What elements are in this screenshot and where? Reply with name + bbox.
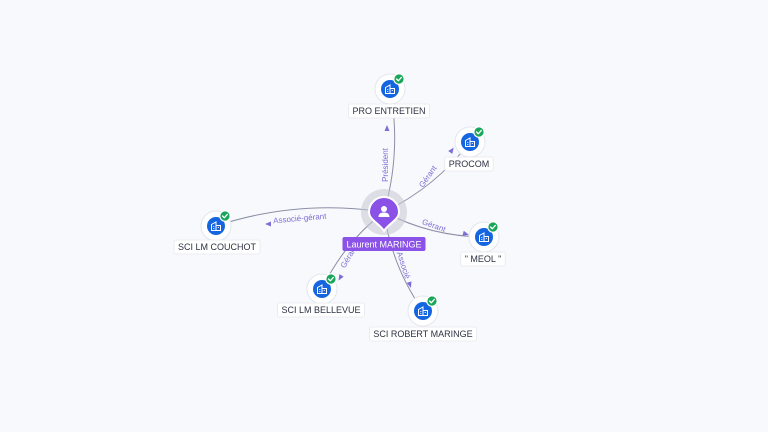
edge-arrow-icon [384, 125, 390, 131]
verified-check-icon [426, 295, 438, 307]
company-label-sci-lm-couchot[interactable]: SCI LM COUCHOT [173, 239, 261, 255]
building-icon [479, 232, 489, 242]
company-label-pro-entretien[interactable]: PRO ENTRETIEN [348, 103, 430, 119]
edge-label-sci-robert-maringe: Associé [395, 251, 412, 281]
edge-arrow-icon [448, 147, 454, 154]
company-label-text: PROCOM [449, 159, 490, 169]
verified-check-icon [219, 210, 231, 222]
company-node-pro-entretien[interactable]: PRO ENTRETIEN [348, 73, 430, 119]
building-icon [418, 306, 428, 316]
edge-arrow-icon [338, 274, 344, 281]
company-label-text: SCI LM COUCHOT [178, 242, 257, 252]
company-node-sci-lm-couchot[interactable]: SCI LM COUCHOT [173, 210, 261, 255]
building-icon [465, 137, 475, 147]
company-node-sci-robert-maringe[interactable]: SCI ROBERT MARINGE [369, 295, 477, 342]
edge-arrow-icon [406, 281, 412, 288]
verified-check-icon [473, 126, 485, 138]
verified-check-icon [393, 73, 405, 85]
company-label-text: " MEOL " [465, 254, 502, 264]
edge-label-meol: Gérant [421, 217, 448, 234]
company-label-text: SCI ROBERT MARINGE [373, 329, 472, 339]
company-label-sci-robert-maringe[interactable]: SCI ROBERT MARINGE [369, 326, 477, 342]
edge-label-sci-lm-couchot: Associé-gérant [273, 212, 328, 226]
person-label[interactable]: Laurent MARINGE [342, 237, 426, 251]
company-node-procom[interactable]: PROCOM [444, 126, 494, 172]
company-label-text: SCI LM BELLEVUE [281, 305, 360, 315]
company-nodes: PRO ENTRETIEN PROCOM " MEOL " SCI ROBERT MA… [173, 73, 506, 342]
edge-arrow-icon [462, 230, 469, 236]
edge-arrow-icon [265, 221, 271, 227]
building-icon [317, 284, 327, 294]
verified-check-icon [487, 221, 499, 233]
company-label-text: PRO ENTRETIEN [352, 106, 425, 116]
edge-label-pro-entretien: Président [381, 147, 390, 182]
edge-label-procom: Gérant [417, 163, 439, 189]
verified-check-icon [325, 273, 337, 285]
company-node-meol[interactable]: " MEOL " [460, 221, 506, 267]
company-label-meol[interactable]: " MEOL " [460, 251, 506, 267]
building-icon [211, 221, 221, 231]
company-label-procom[interactable]: PROCOM [444, 156, 494, 172]
person-node[interactable]: Laurent MARINGE [342, 189, 426, 251]
company-node-sci-lm-bellevue[interactable]: SCI LM BELLEVUE [277, 273, 365, 318]
person-icon [378, 206, 390, 217]
company-label-sci-lm-bellevue[interactable]: SCI LM BELLEVUE [277, 302, 365, 318]
person-label-text: Laurent MARINGE [346, 240, 421, 250]
building-icon [385, 84, 395, 94]
